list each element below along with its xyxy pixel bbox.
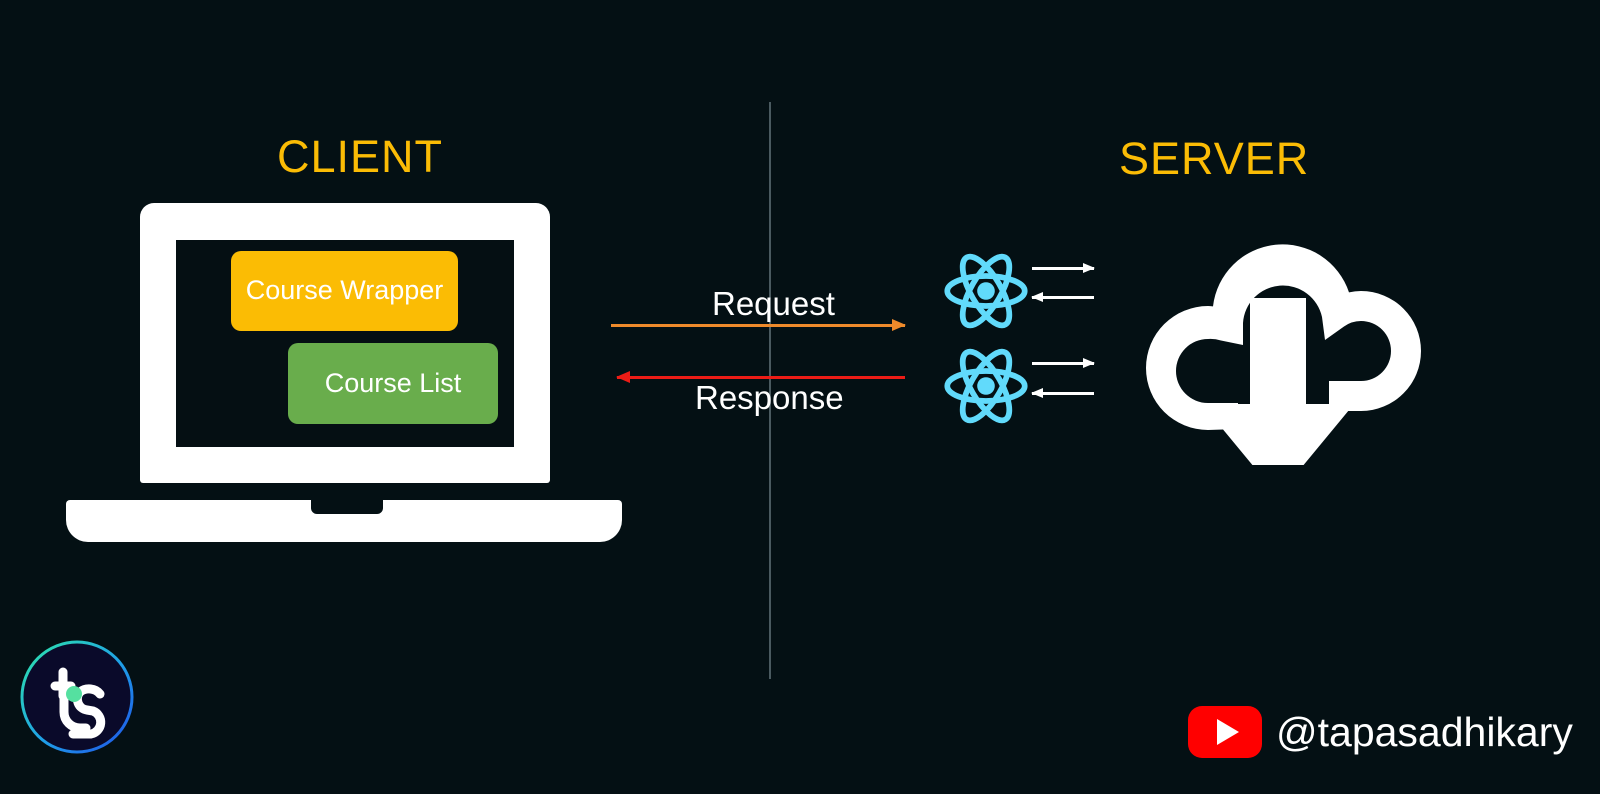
course-list-label: Course List [324, 367, 462, 398]
response-arrow-icon [616, 370, 905, 384]
course-list-component[interactable]: Course List [288, 343, 498, 424]
exchange-arrow-left-icon [1031, 292, 1094, 303]
request-arrow-head [892, 319, 906, 331]
course-wrapper-label: Course Wrapper [245, 275, 444, 306]
exchange-arrow-shaft [1032, 362, 1094, 365]
youtube-handle[interactable]: @tapasadhikary [1188, 706, 1573, 758]
response-label: Response [695, 379, 844, 416]
play-triangle-icon [1216, 719, 1239, 745]
exchange-arrow-shaft [1032, 392, 1094, 395]
request-label: Request [712, 285, 835, 322]
youtube-icon[interactable] [1188, 706, 1262, 758]
exchange-arrow-shaft [1032, 267, 1094, 270]
course-wrapper-component[interactable]: Course Wrapper [231, 251, 458, 331]
request-arrow-icon [611, 318, 906, 332]
brand-logo [18, 638, 136, 756]
cloud-download-icon [1098, 190, 1458, 496]
exchange-arrow-right-icon [1032, 263, 1095, 274]
response-arrow-head [616, 371, 630, 383]
client-server-divider [769, 102, 771, 679]
exchange-arrow-head [1083, 263, 1095, 273]
react-logo-icon [942, 247, 1030, 335]
exchange-arrow-head [1031, 292, 1043, 302]
request-arrow-shaft [611, 324, 905, 327]
response-arrow-shaft [617, 376, 905, 379]
exchange-arrow-head [1031, 388, 1043, 398]
exchange-arrow-shaft [1032, 296, 1094, 299]
client-heading: CLIENT [277, 131, 444, 182]
youtube-handle-text: @tapasadhikary [1276, 708, 1573, 755]
laptop-notch [311, 500, 383, 514]
exchange-arrow-left-icon [1031, 388, 1094, 399]
exchange-arrow-right-icon [1032, 358, 1095, 369]
react-logo-icon [942, 342, 1030, 430]
exchange-arrow-head [1083, 358, 1095, 368]
server-heading: SERVER [1119, 133, 1310, 184]
